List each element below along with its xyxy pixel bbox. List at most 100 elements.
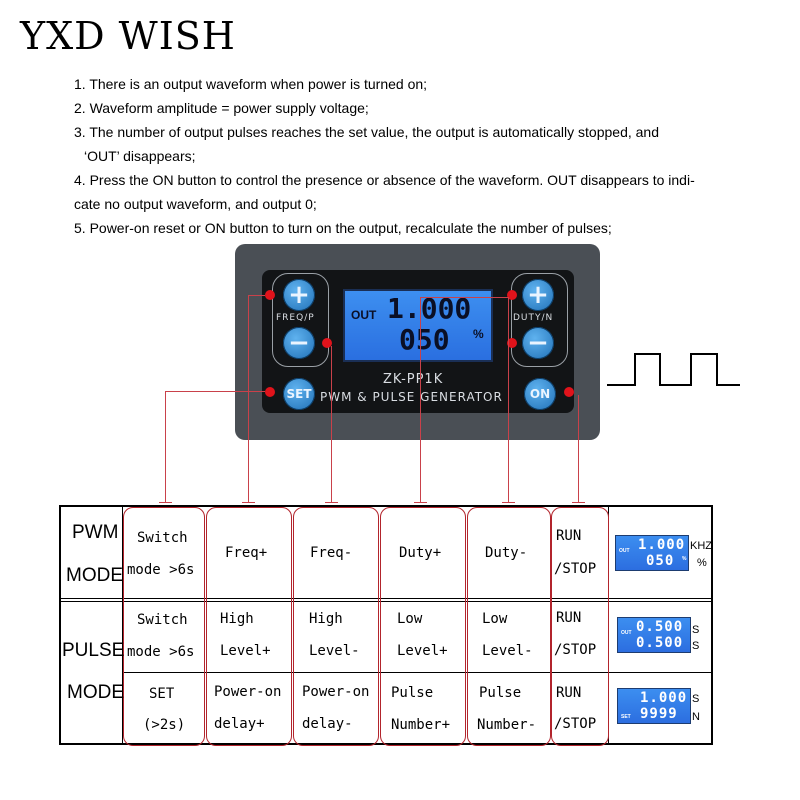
pulse-mode-label: MODE <box>67 682 124 703</box>
pwm-freq-minus-cell: Freq- <box>310 545 353 561</box>
leader-cap <box>502 502 515 503</box>
pwm-mode-label: PWM <box>72 522 119 543</box>
callout-dot-duty-plus <box>507 290 517 300</box>
leader-cap <box>572 502 585 503</box>
column-box-duty-plus <box>380 507 466 746</box>
pulse-number-minus-cell: Number- <box>477 717 537 733</box>
pulse-number-unit: S <box>692 693 700 705</box>
model-subtitle: PWM & PULSE GENERATOR <box>320 390 503 404</box>
leader-line <box>165 391 166 502</box>
pulse-low-plus-cell: Level+ <box>397 643 448 659</box>
pulse-set-cell: Switch <box>137 612 188 628</box>
display-tag: SET <box>621 714 631 720</box>
pwm-duty-minus-cell: Duty- <box>485 545 528 561</box>
leader-line <box>331 346 332 502</box>
pwm-freq-plus-cell: Freq+ <box>225 545 268 561</box>
leader-cap <box>242 502 255 503</box>
column-box-freq-minus <box>293 507 379 746</box>
pwm-duty-plus-cell: Duty+ <box>399 545 442 561</box>
column-box-set <box>123 507 205 746</box>
usage-notes: 1. There is an output waveform when powe… <box>74 72 764 240</box>
pulse-on2-cell: /STOP <box>554 716 597 732</box>
leader-cap <box>325 502 338 503</box>
pulse-delay-minus-cell: delay- <box>302 716 353 732</box>
table-divider <box>59 598 713 599</box>
note-line: 5. Power-on reset or ON button to turn o… <box>74 220 612 236</box>
pwm-on-cell: RUN <box>556 528 582 544</box>
note-line: 2. Waveform amplitude = power supply vol… <box>74 100 369 116</box>
pulse-number-minus-cell: Pulse <box>479 685 522 701</box>
display-mark: % <box>682 556 687 562</box>
pulse-on-cell: RUN <box>556 610 582 626</box>
display-tag: OUT <box>619 548 630 554</box>
note-line: ‘OUT’ disappears; <box>84 148 196 164</box>
leader-line <box>508 297 509 502</box>
model-name: ZK-PP1K <box>383 372 444 387</box>
pulse-on-cell: /STOP <box>554 642 597 658</box>
pulse-set-cell: mode >6s <box>127 644 195 660</box>
pulse-time-unit: S <box>692 624 700 636</box>
column-box-duty-minus <box>467 507 551 746</box>
pulse-mode-label: PULSE <box>62 640 125 661</box>
pulse-number-plus-cell: Pulse <box>391 685 434 701</box>
pwm-unit: % <box>697 557 707 569</box>
freq-plus-button[interactable]: + <box>283 279 315 311</box>
pulse-display-number: SET 1.000 9999 <box>617 688 691 724</box>
set-button[interactable]: SET <box>283 378 315 410</box>
pulse-high-plus-cell: Level+ <box>220 643 271 659</box>
table-divider <box>122 672 713 673</box>
pwm-set-cell: Switch <box>137 530 188 546</box>
pulse-high-minus-cell: High <box>309 611 343 627</box>
leader-line <box>165 391 265 392</box>
lcd-unit: % <box>473 327 484 341</box>
brand-title: YXD WISH <box>20 14 236 58</box>
display-line1: 1.000 <box>638 537 686 553</box>
pulse-set2-cell: SET <box>149 686 175 702</box>
display-line2: 9999 <box>640 706 678 722</box>
display-line1: 1.000 <box>640 690 688 706</box>
pulse-low-plus-cell: Low <box>397 611 423 627</box>
pwm-unit: KHZ <box>690 540 712 552</box>
callout-dot-on <box>564 387 574 397</box>
callout-dot-freq-minus <box>322 338 332 348</box>
table-divider <box>59 601 713 602</box>
square-wave-icon <box>607 353 740 386</box>
callout-dot-set <box>265 387 275 397</box>
column-box-freq-plus <box>206 507 292 746</box>
pulse-low-minus-cell: Level- <box>482 643 533 659</box>
duty-label: DUTY/N <box>513 313 554 323</box>
pulse-time-unit: S <box>692 640 700 652</box>
pulse-low-minus-cell: Low <box>482 611 508 627</box>
leader-line <box>420 297 508 298</box>
column-box-on <box>551 507 609 746</box>
leader-line <box>248 295 265 296</box>
display-line1: 0.500 <box>636 619 684 635</box>
leader-line <box>248 295 249 502</box>
leader-line <box>420 297 421 502</box>
pwm-display: OUT 1.000 050 % <box>615 535 689 571</box>
pulse-delay-plus-cell: delay+ <box>214 716 265 732</box>
duty-plus-button[interactable]: + <box>522 279 554 311</box>
note-line: 1. There is an output waveform when powe… <box>74 76 428 92</box>
lcd-line2: 050 <box>399 323 450 356</box>
pwm-set-cell: mode >6s <box>127 562 195 578</box>
duty-button-frame <box>511 273 568 367</box>
note-line: 4. Press the ON button to control the pr… <box>74 172 695 188</box>
pulse-on2-cell: RUN <box>556 685 582 701</box>
duty-minus-button[interactable]: − <box>522 327 554 359</box>
pulse-number-unit: N <box>692 711 700 723</box>
lcd-out-label: OUT <box>351 308 377 322</box>
freq-button-frame <box>272 273 329 367</box>
pulse-high-minus-cell: Level- <box>309 643 360 659</box>
pulse-delay-minus-cell: Power-on <box>302 684 370 700</box>
callout-dot-duty-minus <box>507 338 517 348</box>
display-line2: 0.500 <box>636 635 684 651</box>
pulse-number-plus-cell: Number+ <box>391 717 451 733</box>
freq-label: FREQ/P <box>276 313 315 323</box>
callout-dot-freq-plus <box>265 290 275 300</box>
on-button[interactable]: ON <box>524 378 556 410</box>
pwm-on-cell: /STOP <box>554 561 597 577</box>
leader-line <box>578 395 579 502</box>
freq-minus-button[interactable]: − <box>283 327 315 359</box>
leader-cap <box>159 502 172 503</box>
